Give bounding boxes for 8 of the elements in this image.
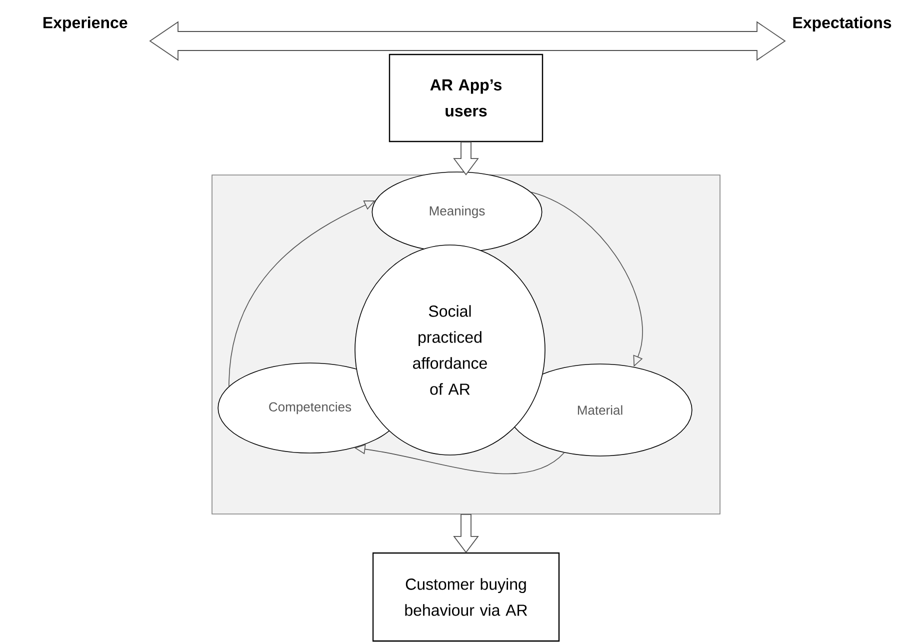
block-arrow [453, 514, 479, 554]
block-arrow [453, 142, 479, 176]
process-box: AR App’s users [388, 54, 544, 142]
end-label: Expectations [793, 16, 892, 32]
ellipse-node: Material [508, 364, 692, 456]
ellipse-node: Meanings [372, 172, 542, 252]
process-box: Customer buying behaviour via AR [372, 552, 560, 642]
end-label: Experience [43, 16, 128, 32]
